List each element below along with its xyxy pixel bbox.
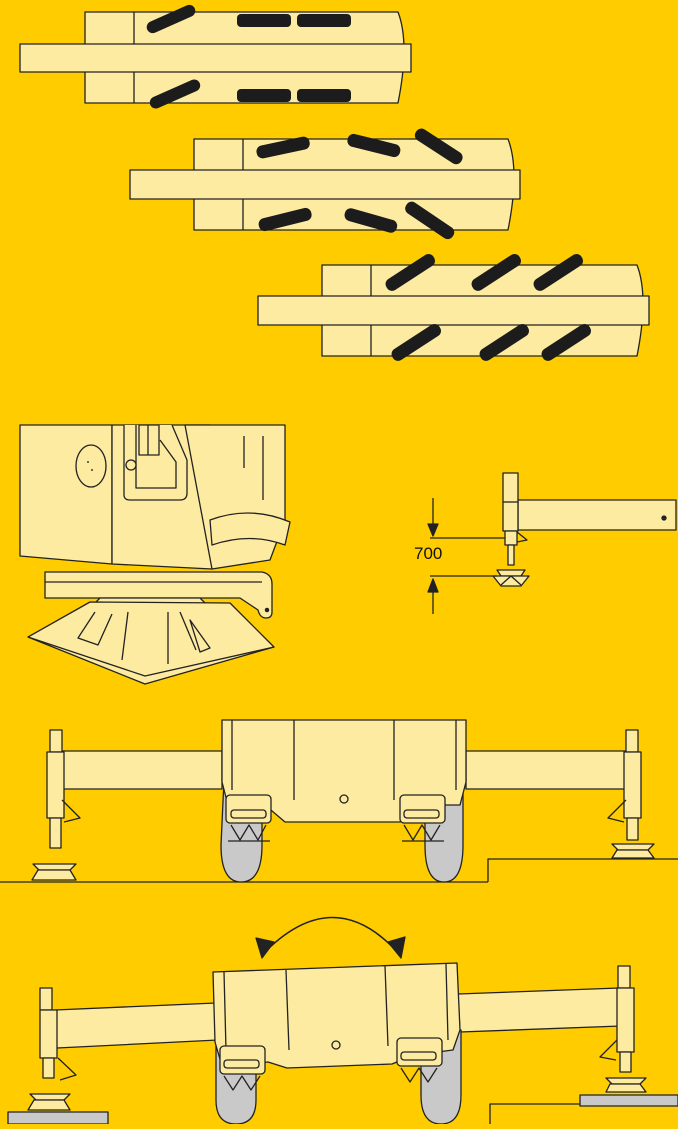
jack-dimension-detail: [427, 472, 677, 614]
outrigger-front-view-level: [0, 719, 678, 883]
outrigger-detail-view: [19, 424, 291, 685]
outrigger-plan-view-2: [129, 128, 521, 240]
outrigger-pads-row-2: [256, 128, 463, 240]
outrigger-front-view-tilted: [7, 916, 678, 1125]
outrigger-pads-row-1: [146, 4, 351, 109]
jack-stroke-dimension-label: 700: [414, 544, 443, 563]
outrigger-plan-view-1: [19, 4, 412, 109]
outrigger-pads-row-3: [385, 254, 591, 361]
outrigger-plan-view-3: [257, 254, 650, 361]
